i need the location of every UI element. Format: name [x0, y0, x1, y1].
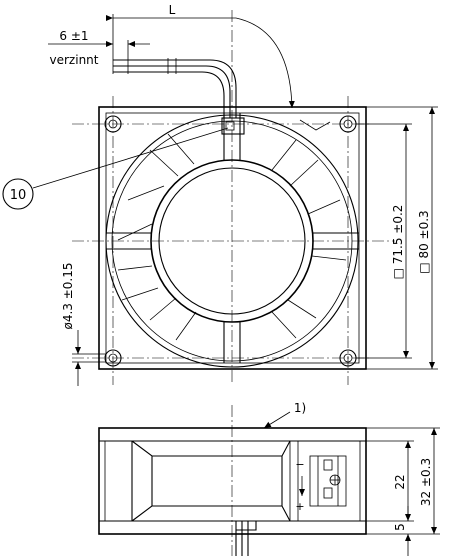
strip-dimension: 6 ±1 verzinnt	[48, 29, 150, 67]
side-view: − +	[98, 405, 367, 556]
callout-number: 10	[10, 188, 27, 203]
outer-square-text: □ 80 ±0.3	[417, 210, 431, 273]
motor-detail	[309, 455, 347, 507]
inner-square-dimension: □ 71.5 ±0.2	[356, 123, 412, 359]
length-dimension: L	[106, 3, 295, 109]
inner-square-text: □ 71.5 ±0.2	[391, 205, 405, 280]
height-32-text: 32 ±0.3	[419, 458, 433, 506]
struts	[106, 113, 359, 363]
side-cable	[235, 521, 257, 556]
outer-square-dimension: □ 80 ±0.3	[366, 106, 438, 370]
cable-strain-relief	[225, 121, 235, 131]
height-dimensions: 22 32 ±0.3 5	[366, 427, 440, 556]
strip-dimension-text: 6 ±1	[59, 29, 88, 43]
hole-diameter-dimension: ø4.3 ±0.15	[61, 262, 106, 386]
cable-leads	[112, 58, 237, 118]
footnote-marker: 1)	[263, 401, 306, 429]
length-label: L	[169, 3, 176, 17]
blade-profile	[131, 440, 291, 522]
height-22-text: 22	[393, 474, 407, 489]
offset-5-text: 5	[393, 523, 407, 531]
fan-frame-outer	[98, 106, 367, 370]
callout-10: 10	[2, 127, 229, 210]
cable-exit-block	[221, 117, 245, 135]
polarity-minus: −	[295, 458, 304, 471]
hole-diameter-text: ø4.3 ±0.15	[61, 262, 75, 329]
side-outline	[98, 427, 367, 535]
fan-blades	[117, 119, 347, 341]
strip-note: verzinnt	[50, 53, 99, 67]
polarity-plus: +	[295, 500, 304, 513]
front-view	[72, 10, 395, 385]
footnote-mark-text: 1)	[294, 401, 306, 415]
